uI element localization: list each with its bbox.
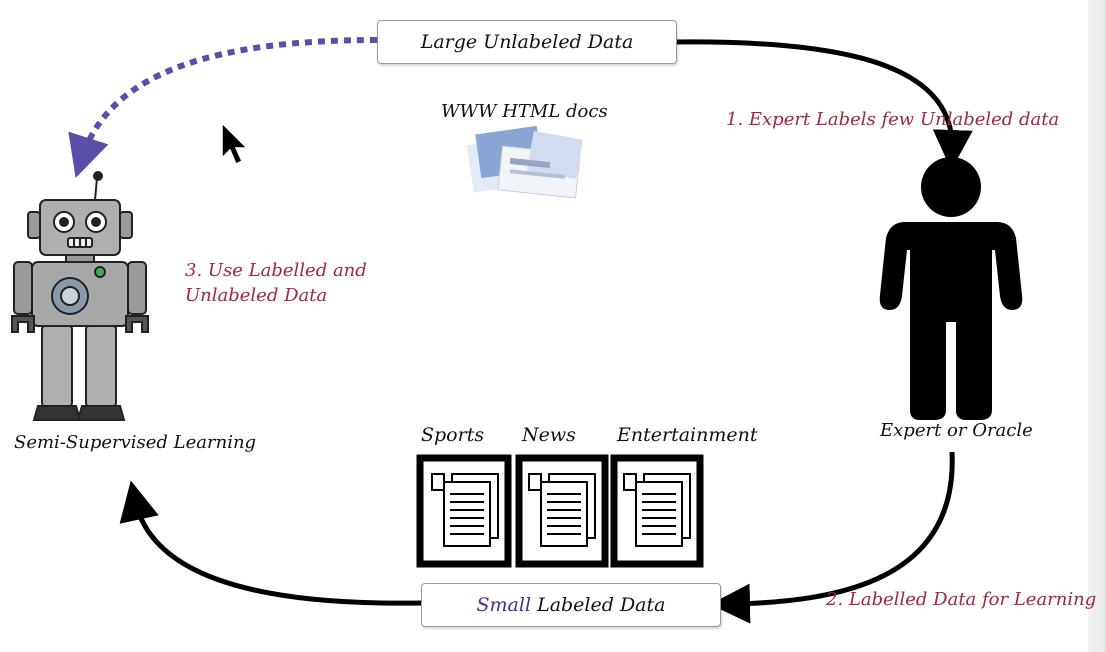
large-unlabeled-data-label: Large Unlabeled Data	[420, 31, 634, 53]
arrow-to-learner	[119, 480, 423, 606]
cursor-icon	[221, 121, 249, 166]
expert-label: Expert or Oracle	[880, 420, 1033, 441]
small-labeled-data-label: Small Labeled Data	[477, 594, 666, 616]
category-entertainment: Entertainment	[617, 424, 758, 446]
web-docs-icon	[467, 125, 584, 199]
expert-person-icon	[879, 157, 1023, 420]
doc-stack-sports	[416, 454, 512, 568]
step-3-label-line1: 3. Use Labelled and	[185, 260, 367, 281]
doc-stack-entertainment	[610, 454, 704, 568]
arrow-to-expert	[675, 39, 973, 170]
small-labeled-data-box: Small Labeled Data	[421, 583, 721, 627]
large-unlabeled-data-box: Large Unlabeled Data	[377, 20, 677, 64]
learner-label: Semi-Supervised Learning	[14, 432, 257, 453]
step-2-label: 2. Labelled Data for Learning	[826, 589, 1097, 610]
www-html-docs-label: WWW HTML docs	[441, 101, 608, 122]
dotted-arrow-to-learner	[68, 37, 378, 179]
step-3-label-line2: Unlabeled Data	[185, 285, 328, 306]
doc-stack-news	[515, 454, 609, 568]
arrow-to-small-labeled	[710, 451, 955, 624]
category-sports: Sports	[421, 424, 485, 446]
window-edge	[1088, 0, 1106, 652]
labeled-data-word: Labeled Data	[531, 594, 666, 616]
category-news: News	[522, 424, 576, 446]
small-word: Small	[476, 594, 532, 616]
step-1-label: 1. Expert Labels few Unlabeled data	[726, 109, 1060, 130]
robot-icon	[11, 171, 149, 421]
